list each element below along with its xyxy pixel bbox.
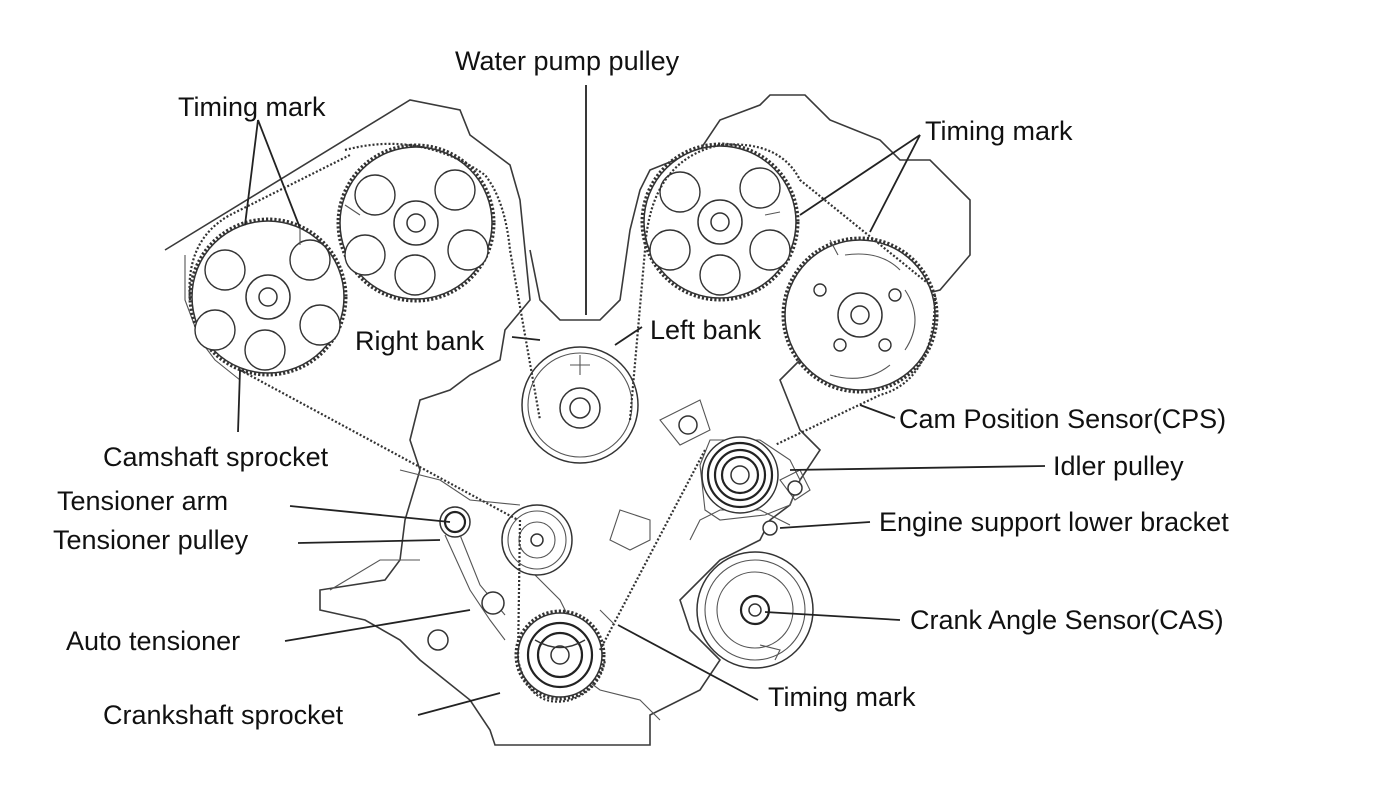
crank-angle-sensor-wheel bbox=[696, 551, 814, 669]
label-crankshaft-sprocket: Crankshaft sprocket bbox=[103, 700, 344, 730]
label-auto-tensioner: Auto tensioner bbox=[66, 626, 240, 656]
camshaft-sprocket-right-bank-inner bbox=[336, 143, 496, 303]
label-camshaft-sprocket: Camshaft sprocket bbox=[103, 442, 329, 472]
timing-belt bbox=[188, 142, 937, 703]
water-pump-pulley bbox=[521, 346, 639, 464]
crankshaft-sprocket bbox=[514, 609, 606, 701]
timing-mark-indicators bbox=[299, 204, 839, 626]
leader-lines bbox=[237, 85, 1046, 716]
labels: Water pump pulley Timing mark Timing mar… bbox=[53, 46, 1229, 730]
camshaft-sprocket-right-bank-outer bbox=[188, 217, 348, 377]
label-tensioner-arm: Tensioner arm bbox=[57, 486, 228, 516]
label-tensioner-pulley: Tensioner pulley bbox=[53, 525, 249, 555]
label-left-bank: Left bank bbox=[650, 315, 762, 345]
label-timing-mark-right: Timing mark bbox=[925, 116, 1073, 146]
idler-pulley bbox=[678, 415, 803, 536]
label-engine-support-lower-bracket: Engine support lower bracket bbox=[879, 507, 1229, 537]
label-right-bank: Right bank bbox=[355, 326, 485, 356]
camshaft-sprocket-left-bank-inner bbox=[640, 142, 800, 302]
label-crank-angle-sensor: Crank Angle Sensor(CAS) bbox=[910, 605, 1224, 635]
label-cam-position-sensor: Cam Position Sensor(CPS) bbox=[899, 404, 1226, 434]
label-timing-mark-left: Timing mark bbox=[178, 92, 326, 122]
label-timing-mark-bottom: Timing mark bbox=[768, 682, 916, 712]
camshaft-sprocket-left-bank-outer bbox=[781, 236, 939, 394]
label-water-pump-pulley: Water pump pulley bbox=[455, 46, 680, 76]
label-idler-pulley: Idler pulley bbox=[1053, 451, 1184, 481]
